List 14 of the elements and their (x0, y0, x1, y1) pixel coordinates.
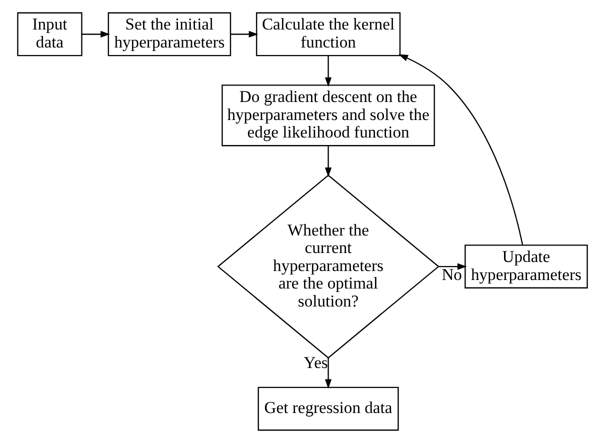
arrow (230, 30, 258, 38)
arrow (324, 56, 332, 87)
node-box: Do gradient descent on the hyperparameters and solve the edge likelihood function (222, 84, 435, 146)
node-box: Input data (17, 12, 82, 56)
edge-label: No (442, 264, 462, 284)
arrow (438, 263, 467, 270)
node-box: Update hyperparameters (464, 244, 588, 288)
arrow (398, 54, 524, 245)
arrow (82, 30, 110, 38)
arrow (324, 358, 332, 389)
node-box: Set the initial hyperparameters (108, 12, 232, 56)
node-box: Get regression data (258, 386, 399, 431)
arrow (324, 146, 332, 178)
node-box: Calculate the kernel function (256, 12, 401, 56)
